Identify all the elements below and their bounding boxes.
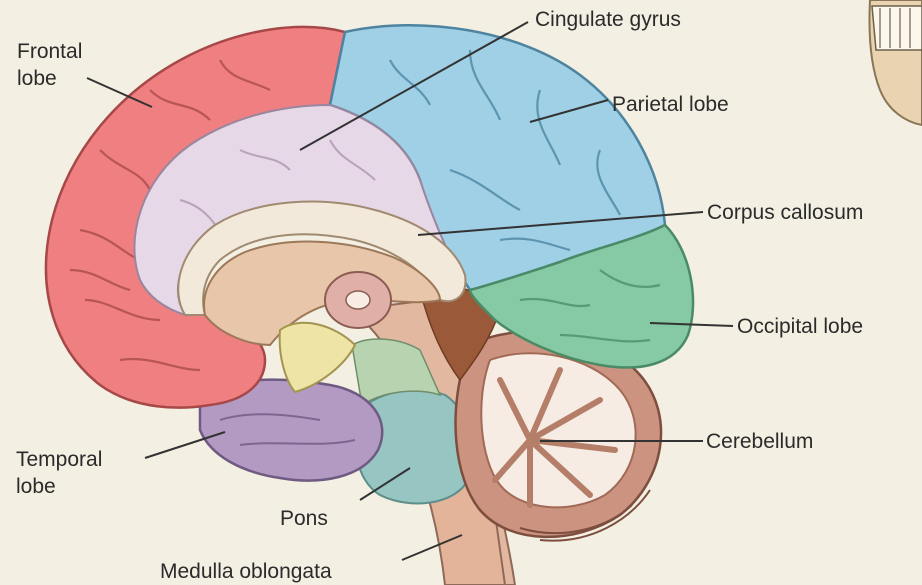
label-medulla-oblongata: Medulla oblongata (160, 558, 332, 585)
label-temporal-lobe-line-2: lobe (16, 473, 102, 500)
label-frontal-lobe-line-2: lobe (17, 65, 82, 92)
label-pons: Pons (280, 505, 328, 532)
label-frontal-lobe-line-1: Frontal (17, 38, 82, 65)
label-cerebellum: Cerebellum (706, 428, 813, 455)
label-frontal-lobe: Frontal lobe (17, 38, 82, 93)
label-temporal-lobe-line-1: Temporal (16, 446, 102, 473)
label-occipital-lobe: Occipital lobe (737, 313, 863, 340)
label-cingulate-gyrus: Cingulate gyrus (535, 6, 681, 33)
thalamus-center (346, 291, 370, 309)
label-temporal-lobe: Temporal lobe (16, 446, 102, 501)
label-parietal-lobe: Parietal lobe (612, 91, 729, 118)
label-corpus-callosum: Corpus callosum (707, 199, 863, 226)
